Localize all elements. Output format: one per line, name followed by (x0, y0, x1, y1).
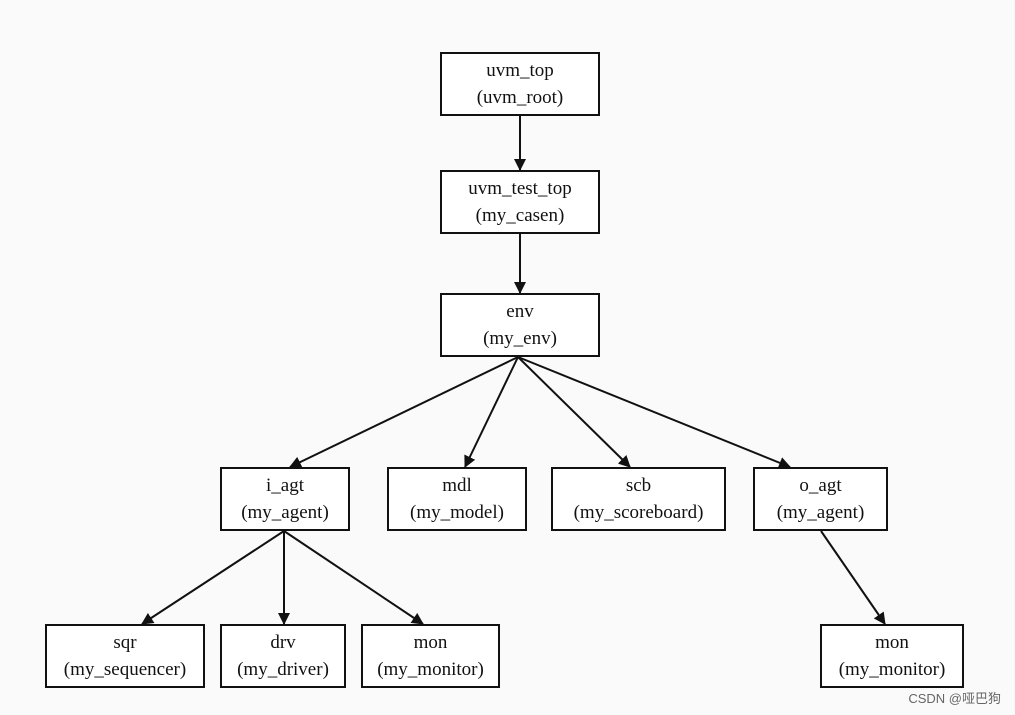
edge-env-to-o_agt (517, 356, 791, 469)
node-uvm-test-top: uvm_test_top (my_casen) (440, 170, 600, 234)
node-i-agt-type: (my_agent) (241, 502, 329, 523)
edge-env-to-mdl (464, 356, 519, 468)
node-i-mon-type: (my_monitor) (377, 659, 484, 680)
node-o-agt-type: (my_agent) (776, 502, 865, 523)
node-drv-type: (my_driver) (237, 659, 329, 680)
node-mdl-name: mdl (442, 475, 472, 496)
node-o-mon: mon (my_monitor) (820, 624, 964, 688)
node-uvm-top-type: (uvm_root) (476, 87, 564, 108)
node-o-agt: o_agt (my_agent) (753, 467, 888, 531)
node-env-type: (my_env) (483, 328, 557, 349)
node-i-agt-name: i_agt (266, 475, 304, 496)
edge-env-to-scb (517, 356, 631, 468)
node-drv-name: drv (270, 632, 296, 653)
node-o-agt-name: o_agt (799, 475, 842, 496)
node-uvm-test-top-type: (my_casen) (475, 205, 565, 226)
node-scb: scb (my_scoreboard) (551, 467, 726, 531)
node-mdl: mdl (my_model) (387, 467, 527, 531)
node-scb-type: (my_scoreboard) (573, 502, 704, 523)
node-i-mon-name: mon (413, 632, 448, 653)
node-uvm-test-top-name: uvm_test_top (468, 178, 572, 199)
node-i-mon: mon (my_monitor) (361, 624, 500, 688)
node-i-agt: i_agt (my_agent) (220, 467, 350, 531)
node-sqr-type: (my_sequencer) (63, 659, 187, 680)
node-env: env (my_env) (440, 293, 600, 357)
node-sqr-name: sqr (113, 632, 137, 653)
node-env-name: env (506, 301, 534, 322)
node-o-mon-name: mon (875, 632, 909, 653)
node-sqr: sqr (my_sequencer) (45, 624, 205, 688)
node-mdl-type: (my_model) (410, 502, 504, 523)
node-uvm-top-name: uvm_top (486, 60, 554, 81)
node-uvm-top: uvm_top (uvm_root) (440, 52, 600, 116)
edge-env-to-i_agt (289, 356, 519, 468)
edge-i_agt-to-i_mon (283, 530, 424, 625)
node-drv: drv (my_driver) (220, 624, 346, 688)
edge-i_agt-to-sqr (141, 530, 285, 625)
node-scb-name: scb (625, 475, 652, 496)
edge-o_agt-to-o_mon (820, 530, 886, 625)
watermark: CSDN @哑巴狗 (908, 691, 1001, 706)
node-o-mon-type: (my_monitor) (838, 659, 946, 680)
